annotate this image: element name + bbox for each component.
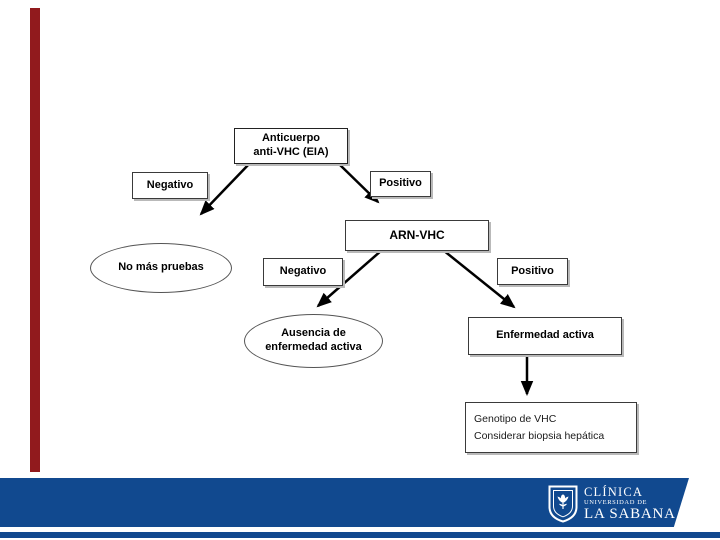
- left-accent-bar: [30, 8, 40, 472]
- label-positivo-1: Positivo: [370, 171, 431, 197]
- label-negativo-2: Negativo: [263, 258, 343, 286]
- node-no-mas-pruebas: No más pruebas: [90, 243, 232, 293]
- node-arn-vhc: ARN-VHC: [345, 220, 489, 251]
- la-sabana-logo: CLÍNICA UNIVERSIDAD DE LA SABANA: [548, 485, 676, 523]
- logo-la-sabana-text: LA SABANA: [584, 506, 676, 523]
- label-positivo-2: Positivo: [497, 258, 568, 285]
- node-genotipo-vhc: Genotipo de VHC Considerar biopsia hepát…: [465, 402, 637, 453]
- logo-universidad-text: UNIVERSIDAD DE: [584, 498, 648, 506]
- node-anticuerpo-anti-vhc: Anticuerpo anti-VHC (EIA): [234, 128, 348, 164]
- footer-bottom-line: [0, 532, 720, 538]
- label-negativo-1: Negativo: [132, 172, 208, 199]
- shield-icon: [548, 485, 578, 523]
- logo-clinica-text: CLÍNICA: [584, 484, 644, 499]
- node-ausencia-enfermedad-activa: Ausencia de enfermedad activa: [244, 314, 383, 368]
- flower-glyph: [557, 494, 569, 509]
- node-enfermedad-activa: Enfermedad activa: [468, 317, 622, 355]
